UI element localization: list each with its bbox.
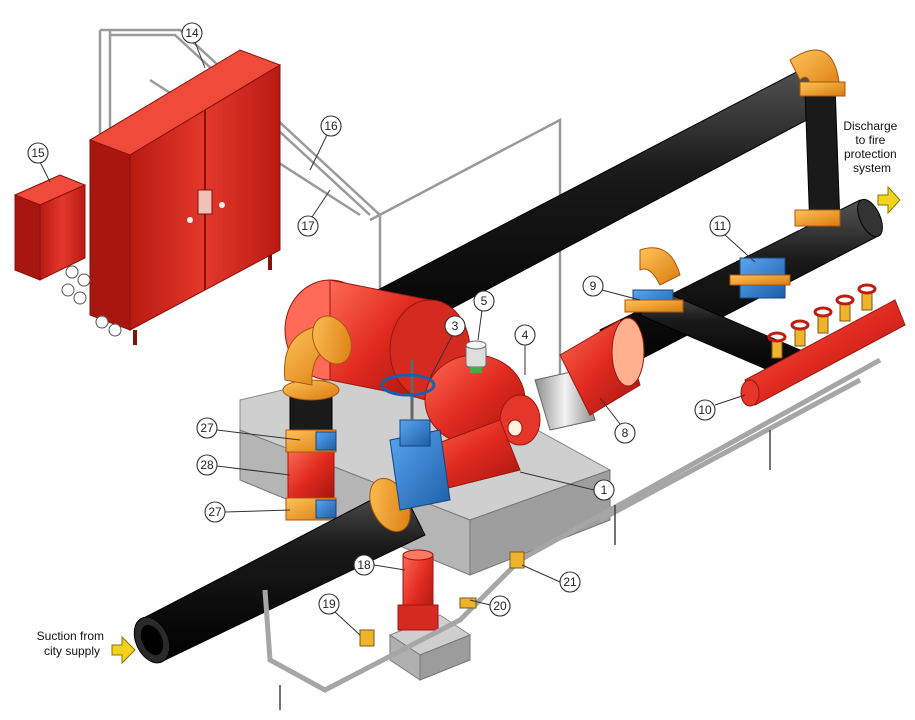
check-valve — [624, 247, 684, 313]
callout-28 — [196, 454, 218, 476]
callout-4 — [514, 324, 536, 346]
upper-left-elbow — [312, 315, 352, 365]
callout-10-label: 10 — [698, 403, 712, 417]
callout-27-bottom — [204, 501, 226, 523]
callout-19 — [318, 593, 340, 615]
callout-20-label: 20 — [493, 599, 507, 613]
pump-casing — [424, 317, 645, 446]
suction-arrow-icon — [111, 635, 136, 665]
pipe-supports — [279, 430, 771, 710]
gauge-cluster — [61, 265, 122, 337]
callout-15 — [27, 142, 49, 164]
callout-17 — [297, 215, 319, 237]
callout-16-label: 16 — [324, 119, 338, 133]
upper-right-elbow — [789, 49, 846, 227]
callout-18 — [353, 554, 375, 576]
callout-11 — [709, 215, 731, 237]
jockey-piping — [262, 357, 882, 693]
callout-27-top-label: 27 — [200, 421, 214, 435]
callout-11-label: 11 — [714, 219, 727, 233]
callout-5-label: 5 — [481, 294, 488, 308]
suction-pipe — [133, 478, 426, 664]
callout-28-label: 28 — [200, 458, 214, 472]
callout-3-label: 3 — [452, 319, 459, 333]
callout-8 — [614, 422, 636, 444]
callout-1-label: 1 — [601, 483, 608, 497]
controller-cabinet — [88, 49, 282, 345]
callout-21-label: 21 — [563, 575, 577, 589]
callout-9-label: 9 — [590, 279, 597, 293]
callout-1 — [593, 479, 615, 501]
callout-9 — [582, 275, 604, 297]
suction-label: Suction from city supply — [37, 629, 108, 658]
callout-16 — [320, 115, 342, 137]
alarm-panel — [13, 174, 87, 281]
control-valve — [729, 257, 791, 299]
callout-14 — [181, 22, 203, 44]
jockey-pump — [397, 549, 439, 631]
callout-5 — [473, 290, 495, 312]
callout-19-label: 19 — [322, 597, 336, 611]
callout-4-label: 4 — [522, 328, 529, 342]
discharge-label: Discharge to fire protection system — [843, 119, 900, 175]
callout-27-bottom-label: 27 — [208, 505, 222, 519]
callout-15-label: 15 — [31, 146, 45, 160]
callout-27-top — [196, 417, 218, 439]
callout-21 — [559, 571, 581, 593]
callout-8-label: 8 — [622, 426, 629, 440]
callout-group: 14 15 16 17 3 5 4 9 11 8 — [27, 22, 756, 636]
discharge-arrow-icon — [877, 185, 901, 215]
callout-17-label: 17 — [301, 219, 315, 233]
small-valves — [359, 551, 525, 647]
callout-3 — [444, 315, 466, 337]
suction-valve — [380, 360, 451, 511]
callout-20 — [489, 595, 511, 617]
test-header — [740, 283, 906, 407]
callout-14-label: 14 — [185, 26, 199, 40]
upper-pipe — [319, 64, 841, 366]
callout-18-label: 18 — [357, 558, 371, 572]
callout-10 — [694, 399, 716, 421]
